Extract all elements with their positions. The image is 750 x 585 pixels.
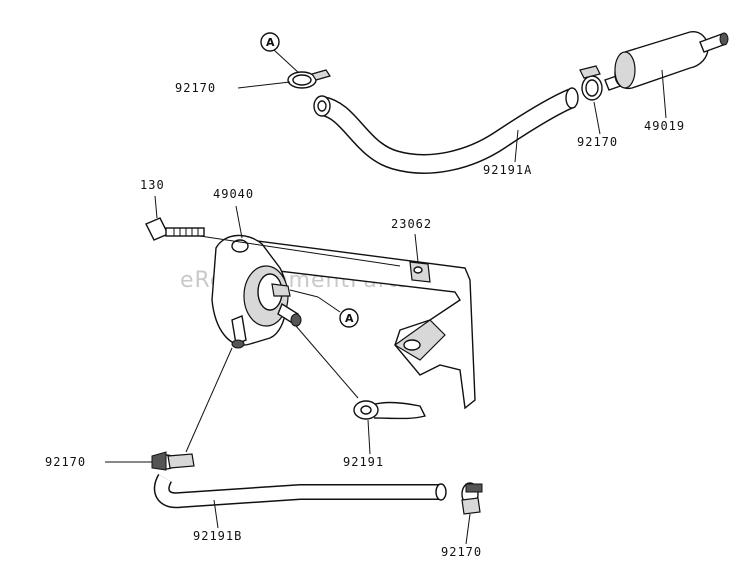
label-hose-92191a: 92191A (483, 163, 532, 177)
hose-clamp-top-right[interactable] (579, 65, 603, 101)
label-fuel-filter: 49019 (644, 119, 685, 133)
label-fuel-pump: 49040 (213, 187, 254, 201)
label-clamp-mid-left: 92170 (45, 455, 86, 469)
callout-a-top[interactable]: A (260, 32, 301, 75)
label-bolt: 130 (140, 178, 165, 192)
label-clamp-top-right: 92170 (577, 135, 618, 149)
mounting-bracket[interactable] (248, 239, 476, 410)
label-hose-92191: 92191 (343, 455, 384, 469)
fuel-hose-92191a[interactable] (313, 87, 579, 174)
hose-clamp-bottom[interactable] (461, 482, 483, 515)
leader-bolt-to-bracket (199, 235, 401, 267)
fuel-hose-92191[interactable] (353, 400, 427, 420)
hose-clamp-top-left[interactable] (287, 69, 331, 89)
label-hose-92191b: 92191B (193, 529, 242, 543)
label-clamp-bottom: 92170 (441, 545, 482, 559)
fuel-hose-92191b[interactable] (153, 473, 447, 509)
hose-clamp-mid-left[interactable] (151, 451, 195, 471)
label-bracket: 23062 (391, 217, 432, 231)
label-clamp-top-left: 92170 (175, 81, 216, 95)
callout-a-middle[interactable]: A (289, 289, 359, 328)
svg-text:A: A (266, 36, 275, 49)
leader-pump-to-hose (295, 325, 359, 399)
bolt-130[interactable] (145, 217, 205, 241)
fuel-filter[interactable] (604, 31, 729, 91)
fuel-pump[interactable] (211, 234, 302, 349)
leader-pump-to-clamp (185, 347, 233, 453)
svg-text:A: A (345, 312, 354, 325)
